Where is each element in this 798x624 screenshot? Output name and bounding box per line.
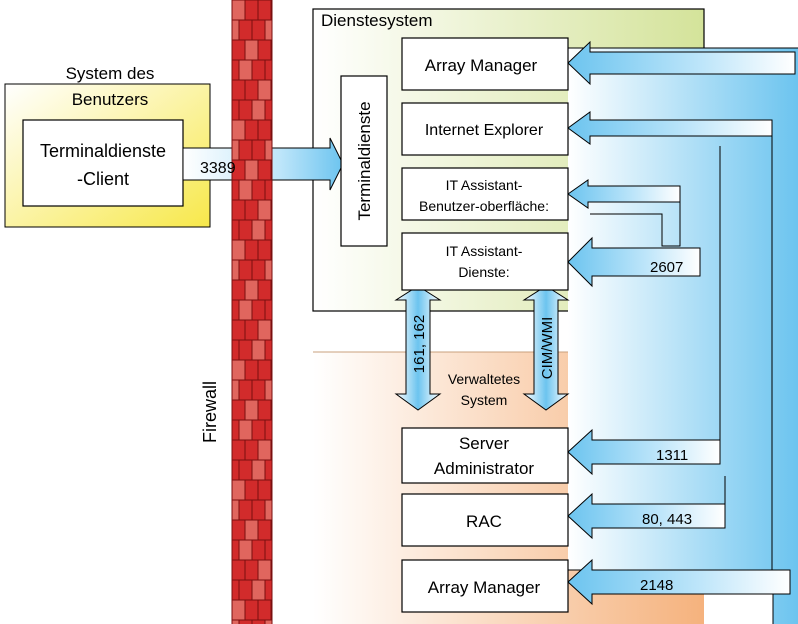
user-system-title-1: System des [66, 64, 155, 83]
arrow-cim [522, 285, 570, 411]
port-array-label: 2148 [640, 577, 673, 594]
ita-ui-label-2: Benutzer-oberfläche: [419, 198, 549, 214]
service-system-title: Dienstesystem [321, 11, 432, 30]
arrow-array-manager-svc [567, 40, 796, 86]
terminal-client-label-2: -Client [77, 169, 129, 189]
terminal-services-box [340, 75, 388, 247]
terminal-services-label: Terminaldienste [355, 101, 374, 220]
port-cim-label: CIM/WMI [539, 317, 556, 379]
firewall-wall [231, 0, 273, 624]
managed-system-title-1: Verwaltetes [448, 371, 520, 387]
array-manager-mgd-box [401, 559, 569, 613]
port-omsa-label: 1311 [656, 447, 688, 464]
array-manager-svc-label: Array Manager [425, 56, 538, 75]
rac-label: RAC [466, 512, 502, 531]
arrow-snmp [394, 285, 442, 411]
ita-ui-label-1: IT Assistant- [446, 177, 523, 193]
ita-ui-box [401, 167, 569, 221]
port-rdp-label: 3389 [200, 160, 236, 177]
array-manager-svc-box [401, 37, 569, 91]
port-rac-label: 80, 443 [642, 511, 692, 528]
rac-box [401, 493, 569, 547]
arrow-server-admin [567, 428, 721, 476]
array-manager-mgd-label: Array Manager [428, 578, 541, 597]
ita-services-box [401, 232, 569, 291]
managed-system-title-2: System [461, 392, 508, 408]
arrow-array-manager-mgd [567, 558, 791, 606]
port-snmp-label: 161, 162 [411, 315, 428, 373]
server-admin-box [401, 427, 569, 484]
ita-services-label-1: IT Assistant- [446, 243, 523, 259]
server-admin-label-1: Server [459, 434, 509, 453]
terminal-client-label-1: Terminaldienste [40, 141, 166, 161]
ita-services-label-2: Dienste: [458, 264, 509, 280]
internet-explorer-label: Internet Explorer [425, 122, 544, 139]
internet-explorer-box [401, 102, 569, 156]
port-ita-label: 2607 [650, 259, 683, 276]
terminal-client-box [22, 119, 184, 207]
firewall-label: Firewall [200, 381, 220, 443]
server-admin-label-2: Administrator [434, 459, 534, 478]
arrow-rac [567, 492, 726, 540]
connector-lines [590, 120, 773, 570]
user-system-title-2: Benutzers [72, 90, 149, 109]
